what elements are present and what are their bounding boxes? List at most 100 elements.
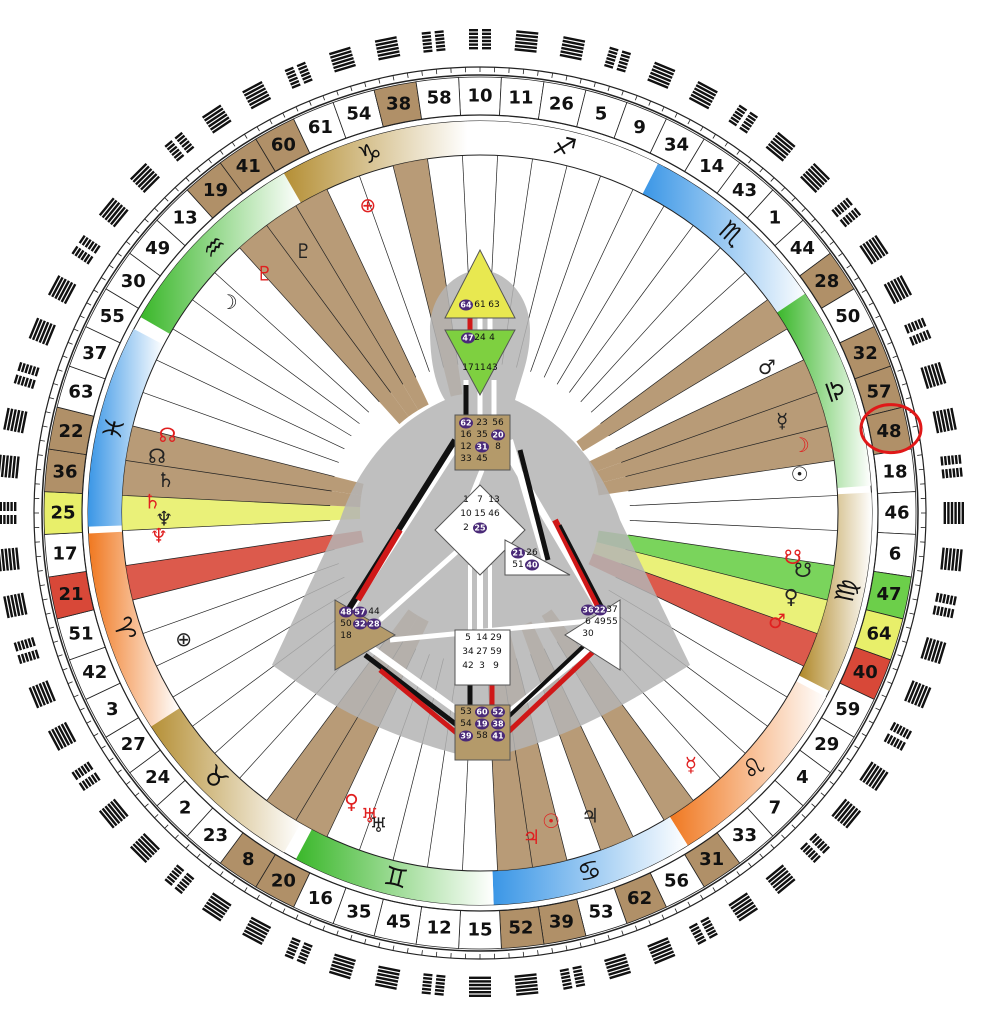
activation-dot [475, 706, 489, 718]
zodiac-band [798, 492, 872, 691]
gate-label: 20 [492, 431, 504, 440]
planet-icon: ♂ [768, 609, 786, 633]
gate-label: 58 [476, 731, 488, 741]
zodiac-band [642, 163, 809, 319]
gate-number: 6 [889, 543, 902, 564]
hexagram-icon [0, 502, 17, 524]
gate-label: 50 [340, 619, 352, 629]
zodiac-band [776, 293, 872, 489]
hexagram-icon [883, 721, 913, 751]
hexagram-icon [47, 275, 77, 305]
gate-label: 8 [495, 442, 501, 452]
hexagram-icon [164, 131, 195, 162]
gate-number: 4 [796, 767, 809, 788]
hexagram-icon [559, 36, 586, 61]
planet-icon: ⊕ [175, 627, 192, 651]
hexagram-icon [98, 197, 129, 228]
planet-icon: ♆ [150, 523, 168, 547]
hexagram-icon [242, 80, 272, 110]
planet-icon: ♄ [143, 490, 161, 514]
planet-icon: ☿ [685, 752, 697, 776]
gate-number: 46 [884, 503, 909, 524]
activation-dot [475, 441, 489, 453]
gate-label: 53 [460, 707, 471, 717]
gate-label: 52 [492, 708, 503, 717]
gate-number: 9 [633, 117, 646, 138]
gate-label: 7 [477, 495, 483, 505]
gate-number: 54 [346, 103, 371, 124]
zodiac-band [140, 173, 301, 334]
planet-icon: ♀ [784, 584, 799, 608]
spleen-center [334, 599, 396, 671]
active-spoke [596, 530, 835, 600]
active-spoke [592, 542, 828, 634]
hexagram-icon [859, 234, 889, 265]
gate-number: 47 [876, 584, 901, 605]
planet-icon: ☽ [220, 290, 238, 314]
gate-label: 48 [340, 608, 352, 617]
hexagram-ring [0, 29, 964, 997]
gate-number: 17 [52, 543, 77, 564]
gate-number: 12 [427, 917, 452, 938]
hexagram-icon [765, 864, 796, 895]
hexagram-icon [0, 547, 20, 572]
gate-label: 18 [340, 631, 352, 641]
gate-number: 13 [173, 208, 198, 229]
planet-icon: ♅ [370, 813, 388, 837]
gate-number: 10 [467, 86, 492, 107]
hexagram-icon [71, 234, 101, 265]
gate-label: 62 [460, 419, 471, 428]
activation-dot [491, 706, 505, 718]
gate-label: 19 [476, 720, 488, 729]
gate-number: 27 [121, 734, 146, 755]
gate-label: 1 [463, 495, 469, 505]
gate-label: 17 [462, 363, 473, 373]
hexagram-icon [765, 131, 796, 162]
hexagram-icon [831, 197, 862, 228]
gate-number: 14 [699, 156, 724, 177]
gate-label: 29 [490, 633, 502, 643]
gate-number: 57 [867, 381, 892, 402]
zodiac-band [140, 692, 301, 853]
zodiac-band [669, 681, 827, 846]
hexagram-icon [688, 916, 718, 946]
gate-number: 55 [100, 306, 125, 327]
gate-label: 25 [474, 524, 486, 533]
hexagram-icon [604, 46, 632, 73]
gate-label: 35 [476, 430, 487, 440]
gate-label: 32 [354, 620, 365, 629]
gate-number: 48 [876, 421, 901, 442]
activation-dot [525, 559, 539, 571]
gate-label: 28 [368, 620, 380, 629]
hexagram-icon [13, 637, 40, 665]
gate-label: 9 [493, 661, 499, 671]
activation-dot [581, 604, 595, 616]
hexagram-icon [328, 953, 356, 980]
planet-icon: ♇ [294, 239, 312, 263]
gate-number: 43 [732, 180, 757, 201]
gate-label: 46 [488, 509, 500, 519]
gate-label: 22 [594, 606, 605, 615]
zodiac-band [492, 816, 688, 905]
hexagram-icon [800, 833, 831, 864]
planet-icon: ☊ [159, 423, 177, 447]
gate-label: 44 [368, 607, 380, 617]
activation-dot [491, 730, 505, 742]
gate-number: 31 [699, 849, 724, 870]
planet-icon: ♇ [256, 262, 274, 286]
gate-label: 39 [460, 732, 472, 741]
gate-label: 27 [476, 647, 487, 657]
activation-dot [353, 606, 367, 618]
hexagram-icon [284, 61, 313, 89]
gate-label: 63 [488, 300, 499, 310]
hexagram-icon [201, 892, 232, 922]
gate-number: 21 [58, 584, 83, 605]
hexagram-icon [47, 721, 77, 751]
zodiac-band [88, 531, 180, 727]
gate-label: 64 [460, 301, 472, 310]
hexagram-icon [129, 833, 160, 864]
gate-label: 42 [462, 661, 473, 671]
hexagram-icon [800, 162, 831, 193]
gate-label: 37 [606, 605, 617, 615]
